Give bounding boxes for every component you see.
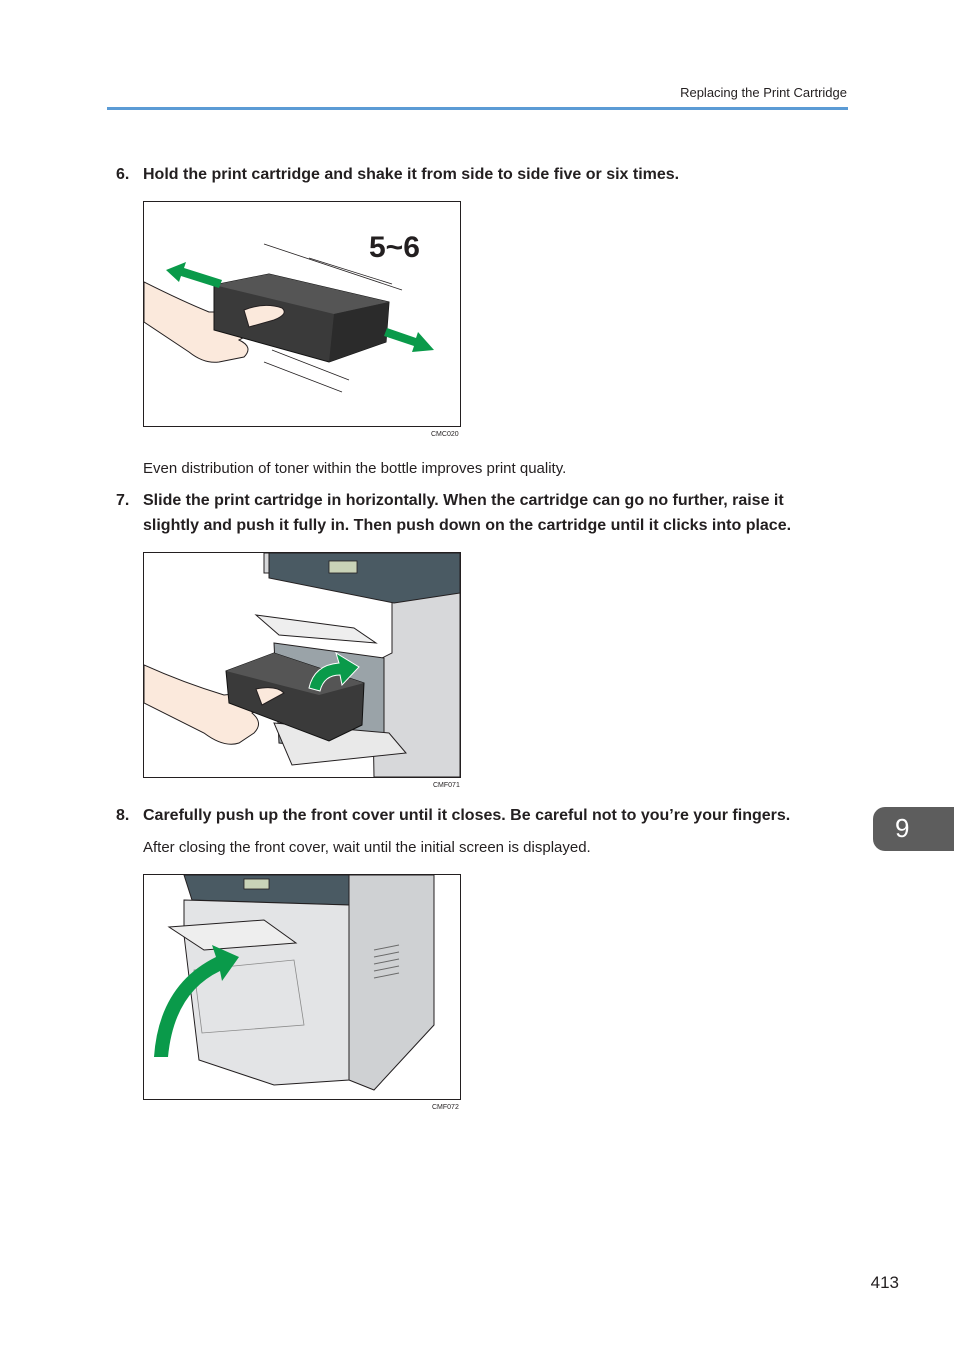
note-step-6: Even distribution of toner within the bo…: [143, 460, 567, 477]
right-arrow-icon: [384, 328, 434, 352]
figure-close-cover: [143, 874, 461, 1100]
step-8: 8. Carefully push up the front cover unt…: [116, 803, 816, 828]
shake-count-label: 5~6: [369, 231, 420, 264]
chapter-tab: 9: [873, 807, 954, 851]
figure-code: CMF072: [432, 1104, 459, 1111]
lcd-panel: [243, 878, 270, 890]
curved-arrow-icon: [308, 651, 360, 692]
figure-shake-cartridge: 5~6: [143, 201, 461, 427]
step-number: 7.: [116, 492, 130, 509]
cartridge-shape: [213, 273, 390, 363]
step-number: 6.: [116, 166, 130, 183]
step-6: 6. Hold the print cartridge and shake it…: [116, 162, 816, 187]
header-rule: [107, 107, 848, 110]
shake-cartridge-illustration: 5~6: [144, 231, 434, 393]
page-number: 413: [870, 1273, 899, 1292]
step-text: Carefully push up the front cover until …: [143, 807, 791, 824]
step-text: Hold the print cartridge and shake it fr…: [143, 166, 680, 183]
insert-cartridge-illustration: [144, 553, 460, 777]
lcd-panel: [328, 560, 358, 574]
left-arrow-icon: [166, 262, 222, 288]
figure-code: CMF071: [433, 782, 460, 789]
step-7: 7. Slide the print cartridge in horizont…: [116, 488, 816, 538]
running-header: Replacing the Print Cartridge: [680, 85, 847, 100]
step-text: Slide the print cartridge in horizontall…: [143, 492, 792, 534]
chapter-number: 9: [895, 813, 910, 843]
step-number: 8.: [116, 807, 130, 824]
curved-up-arrow-icon: [154, 945, 239, 1057]
figure-insert-cartridge: [143, 552, 461, 778]
figure-code: CMC020: [431, 431, 459, 438]
close-cover-illustration: [154, 875, 435, 1091]
note-step-8: After closing the front cover, wait unti…: [143, 839, 591, 856]
